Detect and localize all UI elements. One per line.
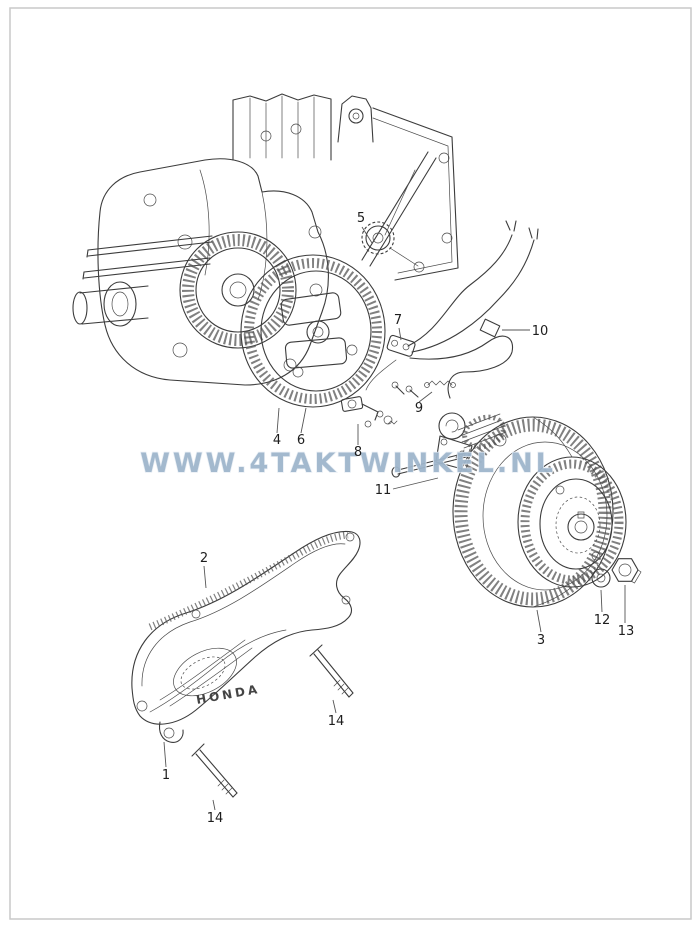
wiring-harness bbox=[365, 220, 539, 399]
callout-label-11: 11 bbox=[375, 483, 392, 498]
callout-label-13: 13 bbox=[618, 624, 635, 639]
mounting-studs bbox=[72, 235, 213, 327]
callout-label-1: 1 bbox=[162, 768, 170, 783]
page-border bbox=[9, 7, 692, 920]
callout-label-4: 4 bbox=[273, 433, 281, 448]
washer bbox=[591, 568, 611, 588]
side-cover: HONDA bbox=[131, 530, 361, 743]
callout-label-9: 9 bbox=[415, 401, 423, 416]
pushrods bbox=[361, 151, 437, 267]
callout-label-14b: 14 bbox=[207, 811, 224, 826]
contact-breaker bbox=[340, 396, 398, 428]
callout-label-14a: 14 bbox=[328, 714, 345, 729]
honda-logo-text: HONDA bbox=[195, 682, 261, 707]
nut bbox=[611, 558, 642, 584]
cam-sprocket bbox=[361, 221, 425, 273]
callout-label-8: 8 bbox=[354, 445, 362, 460]
brush-screw bbox=[391, 448, 471, 478]
callout-label-2: 2 bbox=[200, 551, 208, 566]
callout-leaders bbox=[163, 226, 626, 811]
site-watermark: WWW.4TAKTWINKEL.NL bbox=[140, 448, 556, 479]
flywheel bbox=[452, 416, 627, 608]
condenser bbox=[386, 334, 416, 357]
callout-label-5: 5 bbox=[357, 211, 365, 226]
callout-label-3: 3 bbox=[537, 633, 545, 648]
stator-plate bbox=[240, 254, 386, 408]
callout-label-7: 7 bbox=[394, 313, 402, 328]
callout-label-12: 12 bbox=[594, 613, 611, 628]
callout-labels: 5 10 7 9 4 6 8 11 2 3 12 13 14 1 14 bbox=[162, 211, 634, 826]
cover-bolt-a bbox=[309, 644, 354, 698]
engine-crankcase bbox=[97, 93, 459, 386]
callout-label-10: 10 bbox=[532, 324, 549, 339]
adjust-screws-springs bbox=[391, 380, 456, 398]
callout-label-6: 6 bbox=[297, 433, 305, 448]
cover-bolt-b bbox=[191, 743, 238, 798]
gasket-edge bbox=[148, 531, 349, 631]
